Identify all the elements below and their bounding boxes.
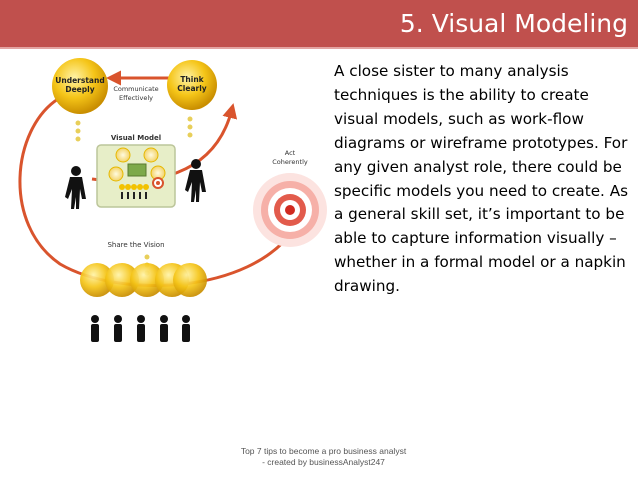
share-figures xyxy=(91,315,190,342)
visual-model-contents xyxy=(108,147,166,199)
slide-body-text: A close sister to many analysis techniqu… xyxy=(334,62,628,296)
visual-model-diagram: Understand Deeply Think Clearly Communic… xyxy=(18,58,327,342)
footer-line-2: - created by businessAnalyst247 xyxy=(262,457,385,467)
think-circle xyxy=(167,60,217,110)
act-label-2: Coherently xyxy=(272,158,308,166)
communicate-label-2: Effectively xyxy=(119,94,153,102)
think-label-1: Think xyxy=(180,75,204,84)
slide-footer: Top 7 tips to become a pro business anal… xyxy=(216,446,431,468)
title-bar: 5. Visual Modeling xyxy=(0,0,638,49)
slide-title: 5. Visual Modeling xyxy=(399,9,628,38)
share-label: Share the Vision xyxy=(107,241,164,249)
visual-model-label: Visual Model xyxy=(111,134,161,142)
share-circles xyxy=(80,263,207,297)
footer-line-1: Top 7 tips to become a pro business anal… xyxy=(240,446,407,456)
figure-right xyxy=(185,159,206,202)
understand-circle xyxy=(52,58,108,114)
understand-label-2: Deeply xyxy=(65,85,94,94)
arrow-loop xyxy=(18,97,298,287)
communicate-label-1: Communicate xyxy=(113,85,158,93)
think-label-2: Clearly xyxy=(177,84,206,93)
figure-left xyxy=(65,166,86,209)
target-icon xyxy=(253,173,327,247)
act-label-1: Act xyxy=(285,149,296,157)
understand-label-1: Understand xyxy=(55,76,104,85)
